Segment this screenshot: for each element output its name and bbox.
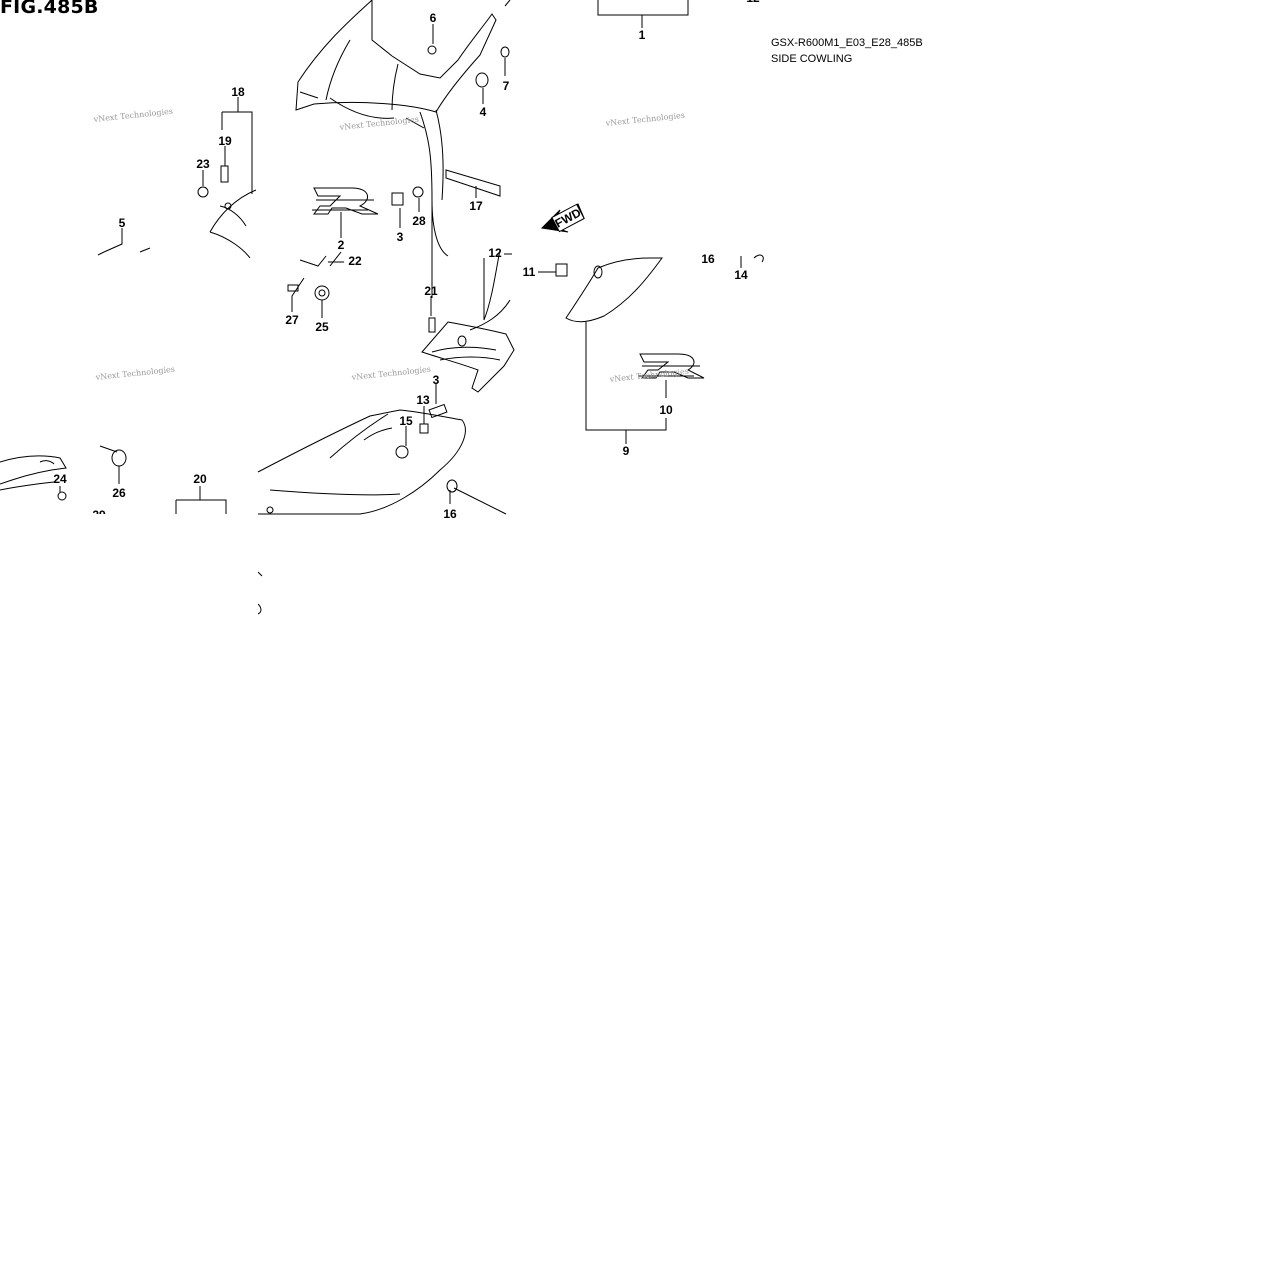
callout-17: 17 <box>469 199 483 213</box>
callout-14: 14 <box>734 268 748 282</box>
callout-18: 18 <box>231 85 245 99</box>
callout-20: 20 <box>193 472 207 486</box>
callout-10: 10 <box>659 403 673 417</box>
callouts: 1 12 6 7 4 18 19 23 5 2 22 3 28 17 12 11… <box>53 0 760 522</box>
side-cowl-panel-9 <box>565 257 663 323</box>
lower-side-panel <box>257 409 466 515</box>
intake-duct-piece <box>421 321 515 393</box>
left-inner-panel <box>209 189 257 259</box>
watermark: vNext Technologies <box>604 111 685 128</box>
callout-6: 6 <box>430 11 437 25</box>
callout-13: 13 <box>416 393 430 407</box>
callout-22: 22 <box>348 254 362 268</box>
lower-left-panel <box>0 455 67 491</box>
callout-11: 11 <box>523 265 536 279</box>
partial-marks <box>257 506 274 615</box>
callout-19: 19 <box>218 134 232 148</box>
callout-7: 7 <box>503 79 510 93</box>
watermark: vNext Technologies <box>608 367 689 384</box>
callout-27: 27 <box>285 313 299 327</box>
callout-5: 5 <box>119 216 126 230</box>
callout-2: 2 <box>338 238 345 252</box>
callout-28: 28 <box>412 214 426 228</box>
callout-25: 25 <box>315 320 329 334</box>
watermark: vNext Technologies <box>94 365 175 382</box>
watermark: vNext Technologies <box>338 115 419 132</box>
watermarks: vNext Technologies vNext Technologies vN… <box>92 107 689 384</box>
callout-3: 3 <box>397 230 404 244</box>
callout-23: 23 <box>196 157 210 171</box>
callout-9: 9 <box>623 444 630 458</box>
right-cowling-upper <box>469 0 511 331</box>
callout-4: 4 <box>480 105 487 119</box>
callout-21: 21 <box>424 284 438 298</box>
callout-15: 15 <box>399 414 413 428</box>
watermark: vNext Technologies <box>92 107 173 124</box>
front-cowling-outline <box>295 0 497 257</box>
callout-16-lower: 16 <box>443 507 457 521</box>
callout-26: 26 <box>112 486 126 500</box>
watermark: vNext Technologies <box>350 365 431 382</box>
callout-1: 1 <box>639 28 646 42</box>
figure-title: FIG.485B <box>0 0 99 18</box>
fwd-arrow <box>540 203 585 233</box>
callout-24: 24 <box>53 472 67 486</box>
callout-3-lower: 3 <box>433 373 440 387</box>
gsxr-decal-10 <box>638 353 705 379</box>
section-name: SIDE COWLING <box>771 53 853 65</box>
callout-12-top: 12 <box>746 0 760 5</box>
gsxr-decal-2 <box>312 187 379 215</box>
callout-12: 12 <box>488 246 502 260</box>
leader-lines <box>59 0 742 514</box>
callout-16-right: 16 <box>701 252 715 266</box>
model-code: GSX-R600M1_E03_E28_485B <box>771 37 923 49</box>
